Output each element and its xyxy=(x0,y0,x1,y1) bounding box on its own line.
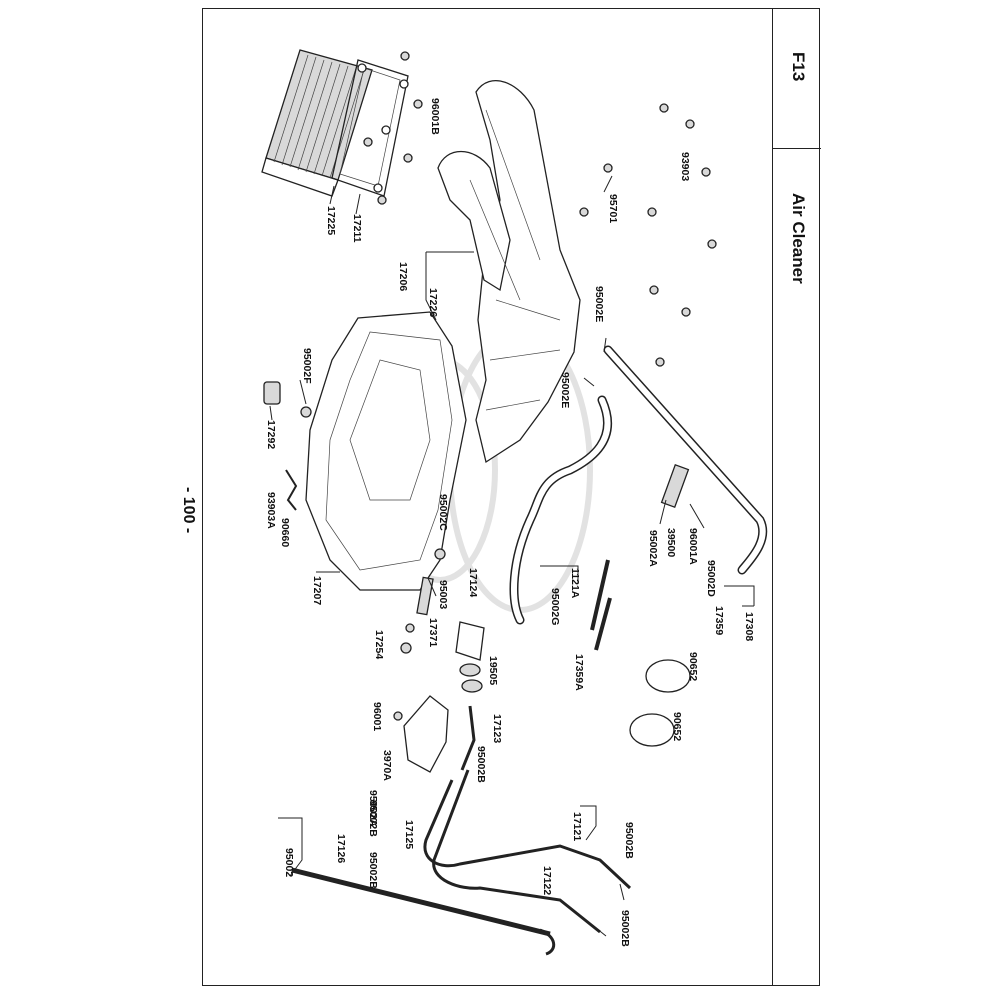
rod-17126 xyxy=(291,867,556,956)
label-95002b-4: 95002B xyxy=(623,822,635,859)
label-90652-2: 90652 xyxy=(671,712,683,741)
label-90652-1: 90652 xyxy=(687,652,699,681)
bolts-96001b xyxy=(363,51,423,205)
label-95002a: 95002A xyxy=(647,530,659,567)
label-17292: 17292 xyxy=(265,420,277,449)
label-95701: 95701 xyxy=(607,194,619,223)
label-17124: 17124 xyxy=(467,568,479,597)
sensor-39500 xyxy=(659,463,690,525)
label-96001: 96001 xyxy=(371,702,383,731)
tube-17359a xyxy=(590,559,612,651)
filter-element xyxy=(261,49,373,197)
label-17211: 17211 xyxy=(351,214,363,243)
label-17359: 17359 xyxy=(713,606,725,635)
label-95003: 95003 xyxy=(437,580,449,609)
label-95002f: 95002F xyxy=(301,348,313,384)
label-93903a: 93903A xyxy=(265,492,277,529)
label-17359a: 17359A xyxy=(573,654,585,691)
label-19505: 19505 xyxy=(487,656,499,685)
label-17226: 17226 xyxy=(427,288,439,317)
filter-gasket xyxy=(331,59,409,197)
label-95002c: 95002C xyxy=(437,494,449,531)
label-95002: 95002 xyxy=(283,848,295,877)
label-17225: 17225 xyxy=(325,206,337,235)
label-3970a: 3970A xyxy=(381,750,393,781)
label-95002b-2: 95002B xyxy=(367,800,379,837)
label-17254: 17254 xyxy=(373,630,385,659)
page-frame xyxy=(202,8,820,986)
leader-lines xyxy=(269,175,755,937)
screws-93903 xyxy=(579,103,717,367)
small-parts-left xyxy=(263,381,446,654)
label-93903: 93903 xyxy=(679,152,691,181)
label-17122: 17122 xyxy=(541,866,553,895)
label-90660: 90660 xyxy=(279,518,291,547)
drain-assembly xyxy=(393,621,485,773)
label-1121a: 1121A xyxy=(569,568,581,599)
label-96001a: 96001A xyxy=(687,528,699,565)
label-95002a-2: 95002A xyxy=(367,790,379,827)
label-95002b-5: 95002B xyxy=(619,910,631,947)
label-96001b: 96001B xyxy=(429,98,441,135)
lower-case xyxy=(305,311,467,591)
label-17126: 17126 xyxy=(335,834,347,863)
label-95002e-2: 95002E xyxy=(559,372,571,408)
upper-case xyxy=(437,80,581,464)
drain-hoses xyxy=(423,769,632,934)
title-box xyxy=(772,8,821,986)
title-separator xyxy=(773,148,821,149)
clamps-90652 xyxy=(629,659,691,747)
label-95002b-3: 95002B xyxy=(367,852,379,889)
label-39500: 39500 xyxy=(665,528,677,557)
label-95002g: 95002G xyxy=(549,588,561,625)
label-17371: 17371 xyxy=(427,618,439,647)
part-labels: 96001B 17225 17211 93903 95701 17206 172… xyxy=(265,98,755,947)
hose-1121a xyxy=(509,395,612,625)
label-17207: 17207 xyxy=(311,576,323,605)
label-17308: 17308 xyxy=(743,612,755,641)
hose-17308 xyxy=(603,345,768,575)
label-17121: 17121 xyxy=(571,812,583,841)
label-95002d: 95002D xyxy=(705,560,717,597)
label-95002b-1: 95002B xyxy=(475,746,487,783)
label-17123: 17123 xyxy=(491,714,503,743)
label-17125: 17125 xyxy=(403,820,415,849)
label-17206: 17206 xyxy=(397,262,409,291)
label-95002e-1: 95002E xyxy=(593,286,605,322)
